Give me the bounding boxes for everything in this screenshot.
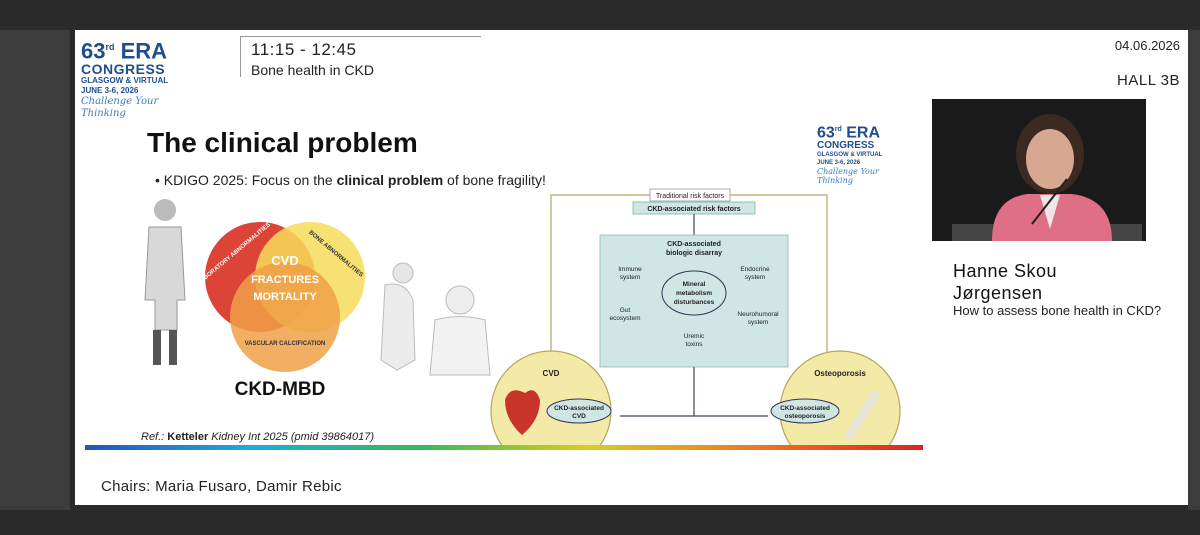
ckd-mbd-venn: CVD FRACTURES MORTALITY LABORATORY ABNOR… [197, 222, 365, 400]
risk-diagram: Traditional risk factors CKD-associated … [491, 189, 900, 445]
slide-reference: Ref.: Ketteler Kidney Int 2025 (pmid 398… [141, 431, 374, 443]
patient-illustration [381, 263, 490, 375]
svg-text:ecosystem: ecosystem [609, 315, 640, 322]
cvd-circle-label: CVD [543, 369, 560, 378]
svg-text:Gut: Gut [620, 307, 631, 314]
svg-text:Neurohumoral: Neurohumoral [737, 311, 779, 318]
slide-divider [85, 445, 923, 450]
left-bezel [0, 30, 70, 510]
svg-text:CKD-associated: CKD-associated [554, 405, 604, 412]
svg-text:system: system [745, 274, 766, 281]
traditional-risk-label: Traditional risk factors [656, 193, 725, 200]
svg-text:system: system [748, 319, 769, 326]
talk-title: How to assess bone health in CKD? [953, 303, 1178, 318]
svg-text:disturbances: disturbances [674, 299, 715, 306]
doctor-illustration [145, 199, 185, 365]
chairs-label: Chairs: Maria Fusaro, Damir Rebic [101, 478, 342, 495]
venn-cvd: CVD [271, 253, 298, 268]
session-time: 11:15 - 12:45 [251, 40, 481, 60]
ckd-risk-label: CKD-associated risk factors [647, 206, 740, 213]
session-date: 04.06.2026 [1115, 38, 1180, 53]
svg-text:osteoporosis: osteoporosis [785, 413, 826, 420]
venn-fractures: FRACTURES [251, 274, 319, 286]
svg-text:CKD-associated: CKD-associated [780, 405, 830, 412]
osteoporosis-circle-label: Osteoporosis [814, 369, 866, 378]
svg-text:system: system [620, 274, 641, 281]
svg-text:toxins: toxins [686, 341, 704, 348]
svg-text:CVD: CVD [572, 413, 586, 420]
slide-content: The clinical problem • KDIGO 2025: Focus… [85, 105, 925, 465]
svg-text:Uremic: Uremic [684, 333, 705, 340]
venn-vascular: VASCULAR CALCIFICATION [245, 341, 326, 347]
venn-mortality: MORTALITY [253, 291, 317, 303]
hall-label: HALL 3B [1117, 72, 1180, 89]
presentation-screen: 63rd ERA CONGRESS GLASGOW & VIRTUAL JUNE… [75, 30, 1188, 505]
svg-text:CKD-associated: CKD-associated [667, 241, 721, 248]
svg-text:metabolism: metabolism [676, 290, 712, 297]
svg-text:Immune: Immune [618, 266, 642, 273]
speaker-video [932, 99, 1146, 241]
speaker-name: Hanne Skou Jørgensen [953, 260, 1057, 304]
session-info: 11:15 - 12:45 Bone health in CKD [240, 36, 481, 77]
svg-text:Endocrine: Endocrine [740, 266, 770, 273]
svg-text:Mineral: Mineral [683, 281, 706, 288]
slide-figure: CVD FRACTURES MORTALITY LABORATORY ABNOR… [85, 105, 925, 445]
svg-text:biologic disarray: biologic disarray [666, 250, 722, 257]
ckd-mbd-caption: CKD-MBD [235, 379, 326, 400]
session-title: Bone health in CKD [251, 62, 481, 78]
right-bezel [1188, 30, 1200, 510]
